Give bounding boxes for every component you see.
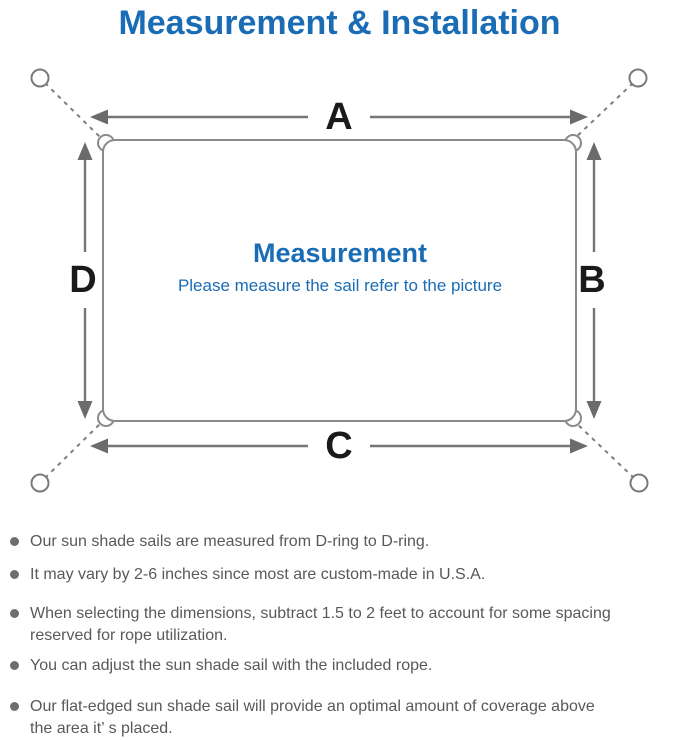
list-item: It may vary by 2-6 inches since most are… bbox=[10, 564, 672, 586]
center-subheading: Please measure the sail refer to the pic… bbox=[178, 276, 502, 295]
list-item: You can adjust the sun shade sail with t… bbox=[10, 655, 672, 677]
page-title: Measurement & Installation bbox=[118, 4, 561, 42]
list-item: Our sun shade sails are measured from D-… bbox=[10, 531, 672, 553]
anchor-rings bbox=[30, 68, 649, 493]
measurement-diagram: Measurement Please measure the sail refe… bbox=[30, 68, 649, 493]
bullet-icon bbox=[10, 661, 19, 670]
dimension-arrow-d bbox=[77, 142, 93, 419]
bullet-icon bbox=[10, 570, 19, 579]
shade-sail-outline bbox=[102, 139, 577, 422]
dimension-arrow-a bbox=[90, 109, 588, 125]
list-item: When selecting the dimensions, subtract … bbox=[10, 603, 672, 647]
bullet-line: It may vary by 2-6 inches since most are… bbox=[30, 566, 486, 583]
bullet-line: the area it’ s placed. bbox=[30, 720, 173, 737]
dimension-arrow-b bbox=[586, 142, 602, 419]
rope-line-bottom-left bbox=[44, 420, 104, 479]
anchor-ring-bottom-left bbox=[30, 473, 50, 493]
bullet-line: Our flat-edged sun shade sail will provi… bbox=[30, 698, 595, 715]
rope-line-top-right bbox=[572, 82, 634, 141]
side-label-b: B bbox=[578, 259, 605, 301]
anchor-ring-bottom-right bbox=[629, 473, 649, 493]
bullet-line: When selecting the dimensions, subtract … bbox=[30, 605, 611, 622]
bullet-line: reserved for rope utilization. bbox=[30, 627, 228, 644]
anchor-ring-top-right bbox=[628, 68, 648, 88]
rope-line-top-left bbox=[44, 82, 104, 141]
center-heading: Measurement bbox=[253, 238, 427, 268]
side-label-d: D bbox=[69, 259, 96, 301]
rope-line-bottom-right bbox=[573, 420, 635, 479]
arrow-head-right bbox=[570, 438, 588, 454]
bullet-line: You can adjust the sun shade sail with t… bbox=[30, 657, 433, 674]
dimension-arrow-c bbox=[90, 438, 588, 454]
instruction-list: Our sun shade sails are measured from D-… bbox=[10, 531, 672, 740]
arrow-head-down bbox=[586, 401, 602, 419]
arrow-head-up bbox=[77, 142, 93, 160]
side-label-a: A bbox=[325, 96, 352, 138]
side-label-c: C bbox=[325, 425, 352, 467]
bullet-icon bbox=[10, 702, 19, 711]
list-item: Our flat-edged sun shade sail will provi… bbox=[10, 696, 672, 740]
anchor-ring-top-left bbox=[30, 68, 50, 88]
arrow-head-down bbox=[77, 401, 93, 419]
arrow-head-left bbox=[90, 109, 108, 125]
arrow-head-right bbox=[570, 109, 588, 125]
bullet-icon bbox=[10, 609, 19, 618]
bullet-icon bbox=[10, 537, 19, 546]
arrow-head-up bbox=[586, 142, 602, 160]
bullet-line: Our sun shade sails are measured from D-… bbox=[30, 533, 430, 550]
arrow-head-left bbox=[90, 438, 108, 454]
